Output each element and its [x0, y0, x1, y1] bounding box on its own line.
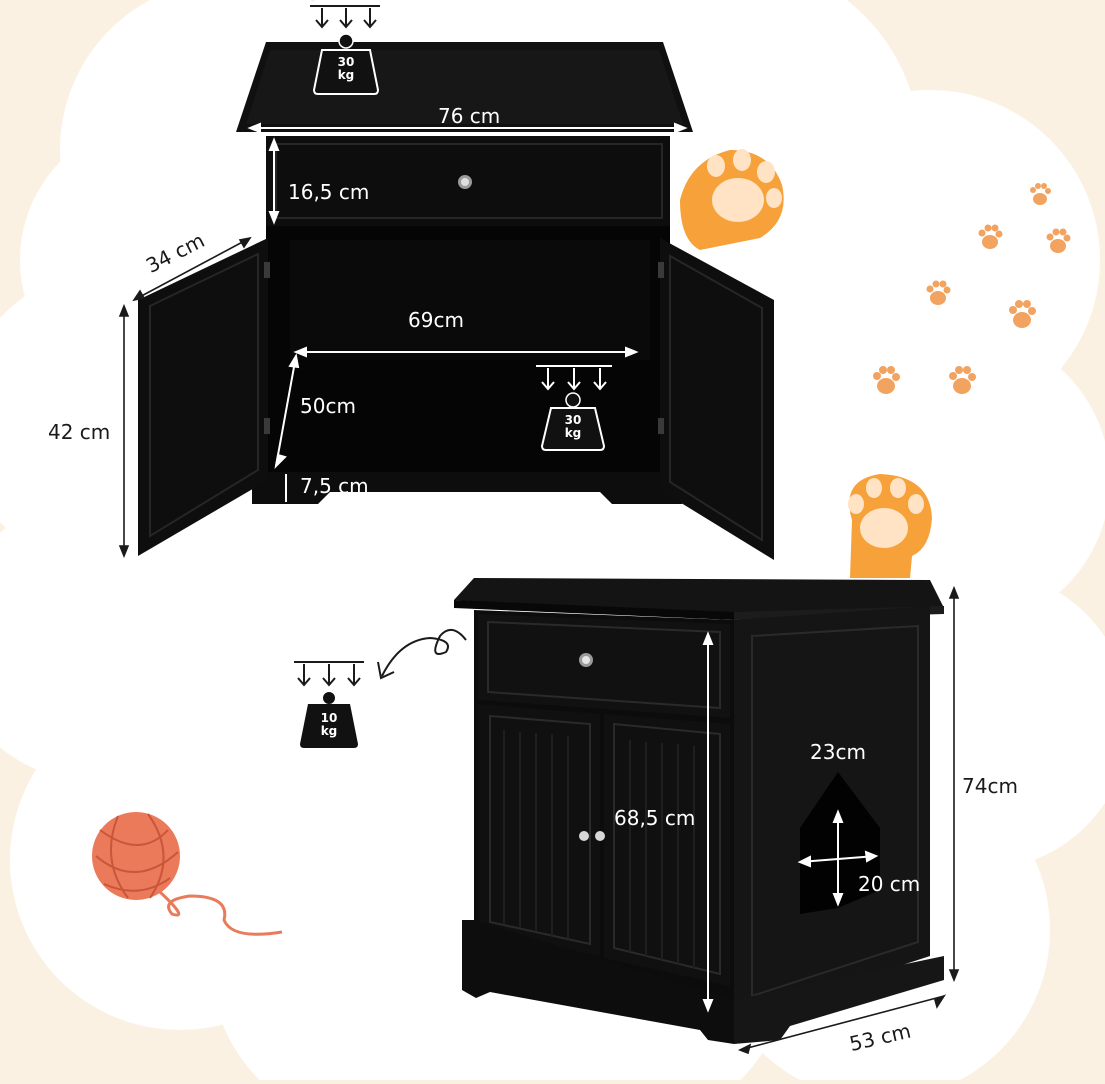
- cat-paw-icon: [680, 149, 784, 250]
- dimension-lines-bottom: [702, 631, 879, 1013]
- drawer-front: [478, 614, 730, 718]
- base-height-label: 7,5 cm: [300, 474, 369, 498]
- door-knob-left: [579, 831, 589, 841]
- weight-icon-top: [310, 5, 380, 95]
- weight-unit: kg: [320, 724, 338, 738]
- inner-depth-label: 50cm: [300, 394, 356, 418]
- cabinet-closed-view: [454, 578, 944, 1044]
- side-opening-width-label: 23cm: [810, 740, 866, 764]
- curved-arrow-icon: [381, 629, 467, 677]
- weight-value: 10: [320, 711, 338, 725]
- inner-width-label: 69cm: [408, 308, 464, 332]
- side-opening-height-label: 20 cm: [858, 872, 921, 896]
- down-arrows-icon: [310, 5, 380, 29]
- cabinet-base-side: [734, 956, 944, 1044]
- right-door: [604, 714, 730, 986]
- door-height-label: 42 cm: [48, 420, 111, 444]
- down-arrows-icon: [294, 661, 364, 687]
- dimension-lines-outer: [118, 236, 252, 559]
- weight-icon-drawer: [294, 661, 364, 748]
- shelf-load-weight: 30 kg: [541, 414, 605, 440]
- yarn-ball-icon: [92, 812, 283, 936]
- drawer-load-weight: 10 kg: [303, 712, 355, 738]
- paw-print-icon: [1046, 228, 1071, 253]
- dimension-lines-outer-bottom: [738, 585, 960, 1055]
- cabinet-open-view: [138, 42, 774, 560]
- right-door: [660, 238, 774, 560]
- paw-prints-group: [873, 183, 1071, 394]
- cabinet-base: [252, 472, 682, 504]
- paw-print-icon: [1009, 300, 1036, 328]
- drawer-height-label: 16,5 cm: [288, 180, 370, 204]
- weight-unit: kg: [337, 68, 355, 82]
- cabinet-height-label: 68,5 cm: [614, 806, 696, 830]
- paw-print-icon: [873, 366, 900, 394]
- paw-print-icon: [949, 366, 976, 394]
- weight-value: 30: [337, 55, 355, 69]
- weight-value: 30: [564, 413, 582, 427]
- cabinet-base: [462, 920, 734, 1044]
- top-width-label: 76 cm: [438, 104, 501, 128]
- top-board: [454, 578, 944, 618]
- top-load-weight: 30 kg: [314, 56, 378, 82]
- cat-paw-icon: [848, 474, 932, 578]
- down-arrows-icon: [536, 365, 612, 391]
- dimension-lines-top: [247, 122, 688, 502]
- cat-entrance: [800, 772, 880, 914]
- left-door: [138, 238, 268, 556]
- paw-print-icon: [978, 224, 1003, 249]
- paw-print-icon: [926, 280, 951, 305]
- door-knob-right: [595, 831, 605, 841]
- total-height-label: 74cm: [962, 774, 1018, 798]
- weight-icon-shelf: [536, 365, 612, 451]
- left-door: [478, 704, 600, 956]
- paw-print-icon: [1030, 183, 1051, 205]
- weight-unit: kg: [564, 426, 582, 440]
